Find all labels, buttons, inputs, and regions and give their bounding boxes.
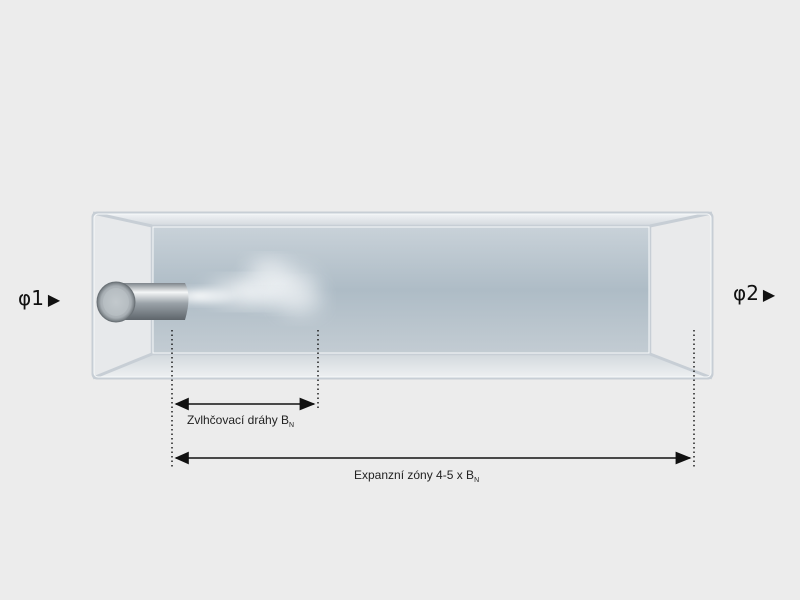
humidity-inlet-label: φ1▶	[18, 286, 60, 310]
expansion-zone-text: Expanzní zóny 4-5 x B	[354, 468, 475, 482]
duct-right-wall	[650, 213, 712, 378]
dimension-guides	[171, 330, 695, 468]
duct-top-wall	[93, 213, 712, 226]
expansion-zone-subscript: N	[474, 477, 480, 484]
phi-in-text: φ1	[18, 286, 44, 310]
steam-icon	[160, 254, 330, 322]
play-arrow-icon: ▶	[47, 290, 61, 309]
duct-floor	[93, 354, 712, 378]
play-arrow-icon: ▶	[762, 285, 776, 304]
humidification-path-text: Zvlhčovací dráhy B	[187, 413, 290, 427]
humidity-outlet-label: φ2▶	[733, 281, 775, 305]
humidification-path-label: Zvlhčovací dráhy BN	[187, 413, 294, 429]
expansion-zone-label: Expanzní zóny 4-5 x BN	[354, 468, 479, 484]
phi-out-text: φ2	[733, 281, 759, 305]
nozzle-icon	[96, 281, 189, 323]
humidification-path-subscript: N	[289, 422, 295, 429]
